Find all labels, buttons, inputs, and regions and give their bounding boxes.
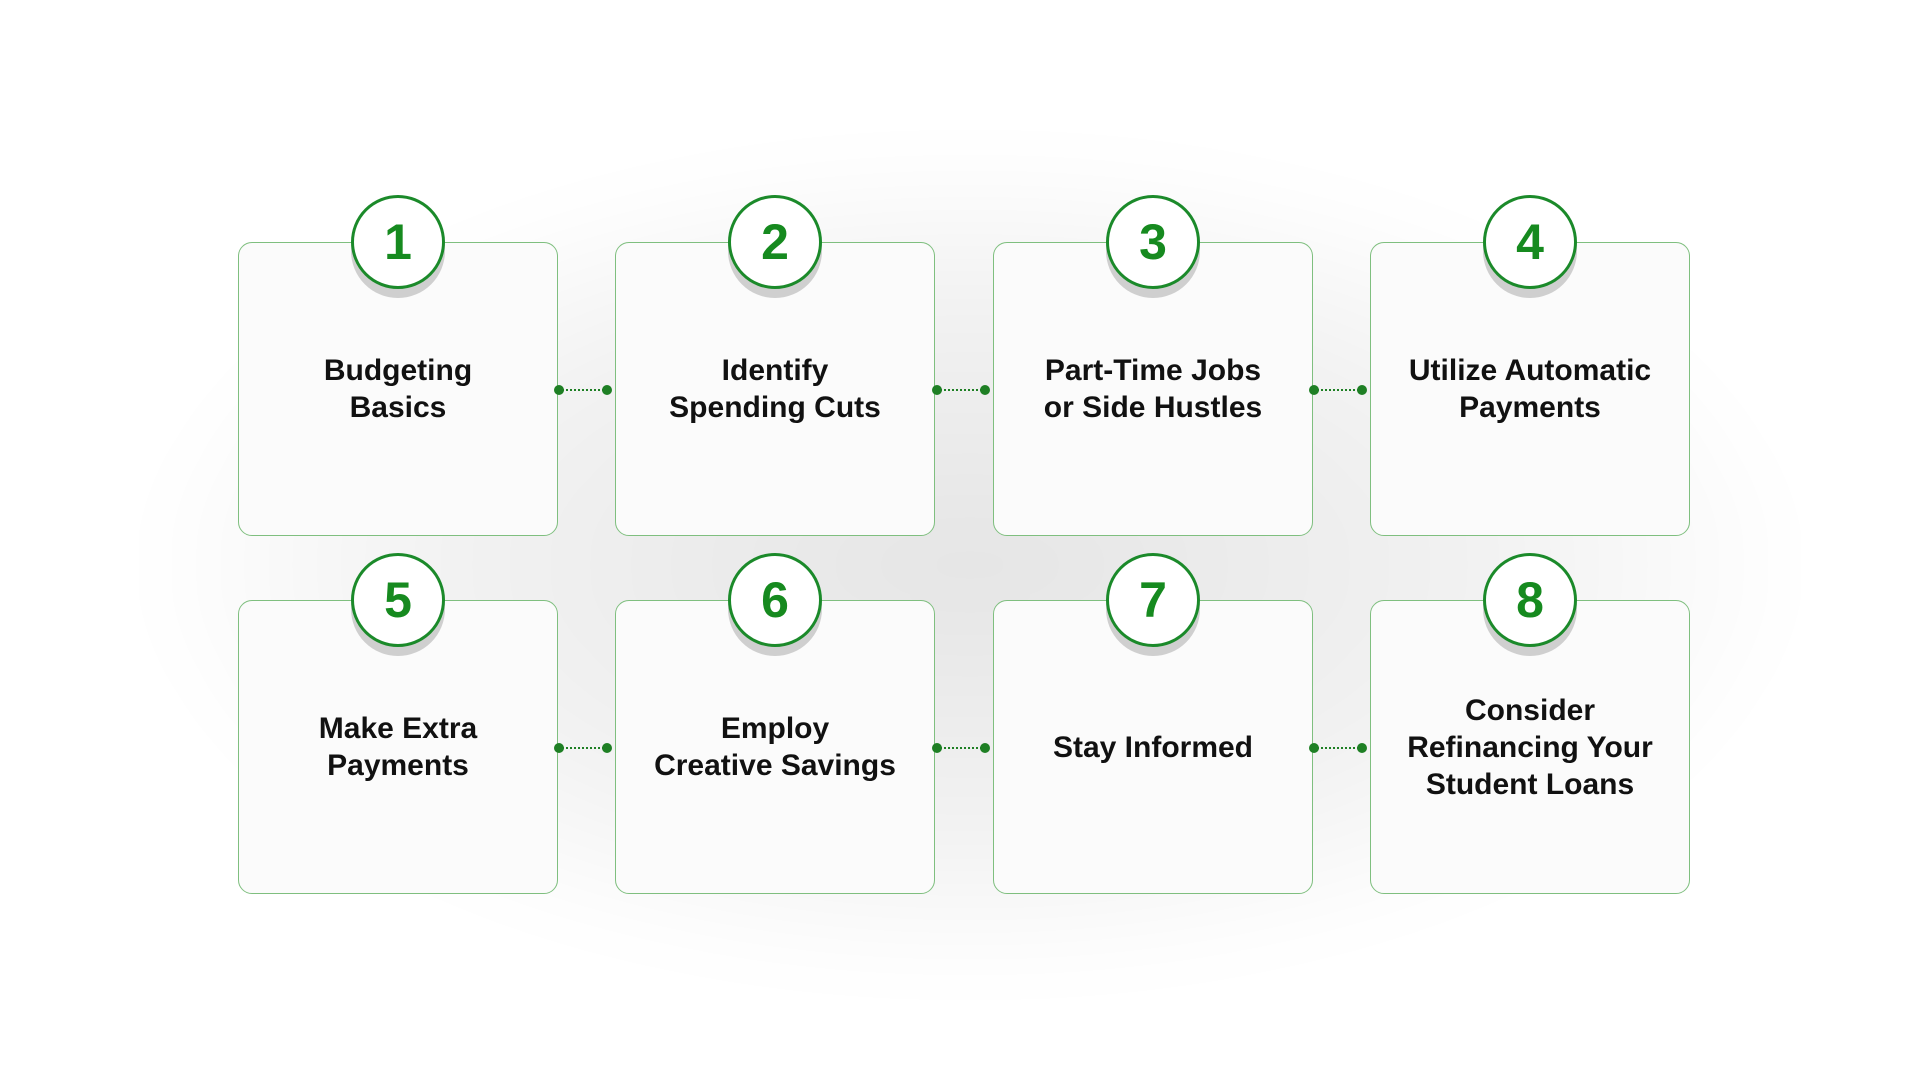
connector-dot (1357, 385, 1367, 395)
step-label-4: Utilize Automatic Payments (1408, 354, 1652, 424)
step-label-2: Identify Spending Cuts (669, 354, 881, 424)
step-number-badge-7: 7 (1106, 553, 1200, 647)
connector-dot (1357, 743, 1367, 753)
step-number-badge-8: 8 (1483, 553, 1577, 647)
step-card-8: Consider Refinancing Your Student Loans (1370, 600, 1690, 894)
dotted-line (559, 747, 607, 749)
step-label-1: Budgeting Basics (323, 354, 473, 424)
connector-dot (980, 385, 990, 395)
step-card-5: Make Extra Payments (238, 600, 558, 894)
step-label-3: Part-Time Jobs or Side Hustles (1043, 354, 1263, 424)
step-label-8: Consider Refinancing Your Student Loans (1407, 693, 1653, 801)
step-label-5: Make Extra Payments (318, 712, 478, 782)
step-label-7: Stay Informed (1052, 730, 1254, 764)
connector-dot (980, 743, 990, 753)
connector-5-6 (554, 743, 612, 753)
step-label-6: Employ Creative Savings (654, 712, 896, 782)
step-card-6: Employ Creative Savings (615, 600, 935, 894)
connector-2-3 (932, 385, 990, 395)
step-number-badge-4: 4 (1483, 195, 1577, 289)
dotted-line (1314, 747, 1362, 749)
dotted-line (559, 389, 607, 391)
step-card-2: Identify Spending Cuts (615, 242, 935, 536)
connector-6-7 (932, 743, 990, 753)
step-card-1: Budgeting Basics (238, 242, 558, 536)
dotted-line (937, 389, 985, 391)
dotted-line (937, 747, 985, 749)
connector-dot (602, 743, 612, 753)
step-number-badge-2: 2 (728, 195, 822, 289)
connector-dot (602, 385, 612, 395)
step-card-4: Utilize Automatic Payments (1370, 242, 1690, 536)
step-number-badge-3: 3 (1106, 195, 1200, 289)
step-number-badge-5: 5 (351, 553, 445, 647)
step-card-7: Stay Informed (993, 600, 1313, 894)
connector-7-8 (1309, 743, 1367, 753)
dotted-line (1314, 389, 1362, 391)
step-number-badge-6: 6 (728, 553, 822, 647)
step-number-badge-1: 1 (351, 195, 445, 289)
connector-3-4 (1309, 385, 1367, 395)
connector-1-2 (554, 385, 612, 395)
step-card-3: Part-Time Jobs or Side Hustles (993, 242, 1313, 536)
